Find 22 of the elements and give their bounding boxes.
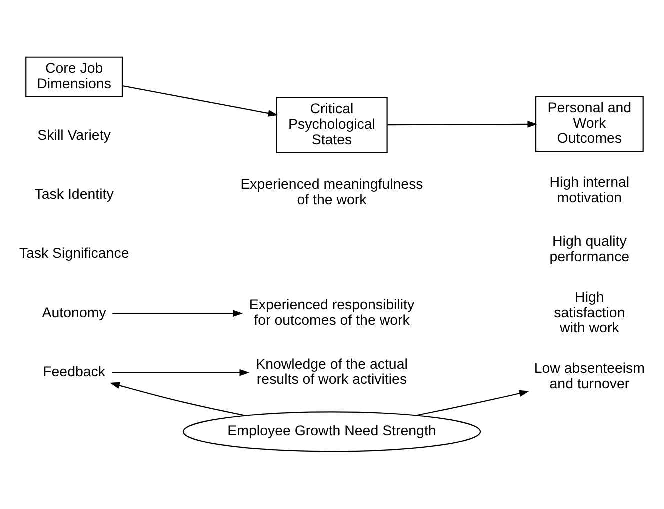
arrow — [388, 121, 538, 128]
arrow — [110, 382, 246, 416]
node-text: Feedback — [43, 364, 106, 380]
node-text: Low absenteeism and turnover — [534, 361, 646, 393]
node-box: Critical Psychological States — [276, 97, 388, 154]
node-text: Autonomy — [42, 305, 106, 322]
node-ellipse: Employee Growth Need Strength — [182, 412, 482, 452]
node-box: Personal and Work Outcomes — [535, 96, 644, 152]
node-text: Skill Variety — [38, 128, 111, 144]
node-text: High satisfaction with work — [554, 290, 626, 337]
arrow — [416, 390, 530, 416]
node-text: Experienced meaningfulness of the work — [240, 177, 424, 209]
arrow — [112, 310, 243, 318]
node-text: Experienced responsibility for outcomes of the work — [249, 298, 415, 330]
node-text: Knowledge of the actual results of work activities — [256, 356, 408, 388]
node-text: High quality performance — [550, 234, 630, 266]
arrow — [122, 85, 278, 117]
node-text: Task Significance — [19, 246, 130, 262]
node-text: High internal motivation — [550, 175, 630, 206]
node-text: Task Identity — [34, 187, 114, 204]
arrow — [112, 369, 250, 376]
node-box: Core Job Dimensions — [26, 56, 124, 98]
